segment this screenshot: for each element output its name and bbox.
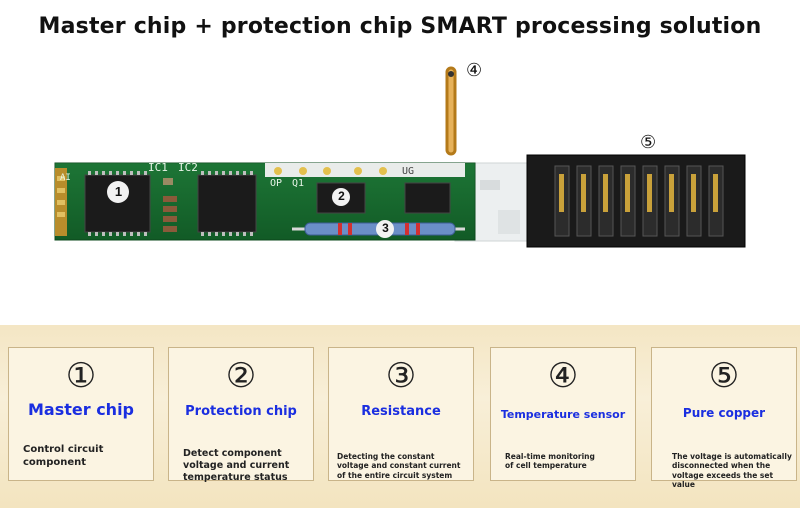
mosfet-chip xyxy=(404,182,451,214)
feature-heading: Resistance xyxy=(361,404,441,419)
feature-description: Detect component voltage and current tem… xyxy=(183,448,290,483)
callout-5: ⑤ xyxy=(640,132,657,153)
feature-card-master-chip: ① Master chip Control circuit component xyxy=(8,347,154,481)
label-ic2: IC2 xyxy=(178,161,198,174)
marker-1: 1 xyxy=(114,184,123,199)
features-panel: ① Master chip Control circuit component … xyxy=(0,325,800,508)
label-ai: AI xyxy=(60,173,71,183)
callout-4: ④ xyxy=(466,60,483,81)
feature-description: The voltage is automatically disconnecte… xyxy=(672,452,792,490)
feature-description: Real-time monitoring of cell temperature xyxy=(505,452,595,471)
feature-card-protection-chip: ② Protection chip Detect component volta… xyxy=(168,347,314,483)
feature-number: ⑤ xyxy=(708,356,740,396)
feature-heading: Master chip xyxy=(27,400,134,419)
marker-3: 3 xyxy=(382,221,389,235)
pcb-illustration: IC1 IC2 AI OP Q1 UG 1 2 3 ④ ⑤ xyxy=(54,60,746,248)
feature-heading: Protection chip xyxy=(185,404,297,419)
feature-card-pure-copper: ⑤ Pure copper The voltage is automatical… xyxy=(651,347,797,489)
page-title: Master chip + protection chip SMART proc… xyxy=(38,14,762,39)
feature-heading: Pure copper xyxy=(682,406,766,420)
ic2-chip xyxy=(197,174,257,233)
feature-description: Detecting the constant voltage and const… xyxy=(337,452,461,480)
label-op: OP xyxy=(270,178,283,189)
feature-number: ① xyxy=(65,356,97,396)
feature-number: ③ xyxy=(385,356,417,396)
feature-number: ② xyxy=(225,356,257,396)
label-ic1: IC1 xyxy=(148,161,168,174)
label-ug: UG xyxy=(402,166,415,177)
feature-heading: Temperature sensor xyxy=(500,408,626,421)
feature-card-temperature-sensor: ④ Temperature sensor Real-time monitorin… xyxy=(490,347,636,481)
pcb-board-svg xyxy=(54,66,746,248)
label-q1: Q1 xyxy=(292,178,305,189)
feature-number: ④ xyxy=(547,356,579,396)
marker-2: 2 xyxy=(338,189,345,203)
feature-card-resistance: ③ Resistance Detecting the constant volt… xyxy=(328,347,474,481)
feature-description: Control circuit component xyxy=(23,444,104,468)
